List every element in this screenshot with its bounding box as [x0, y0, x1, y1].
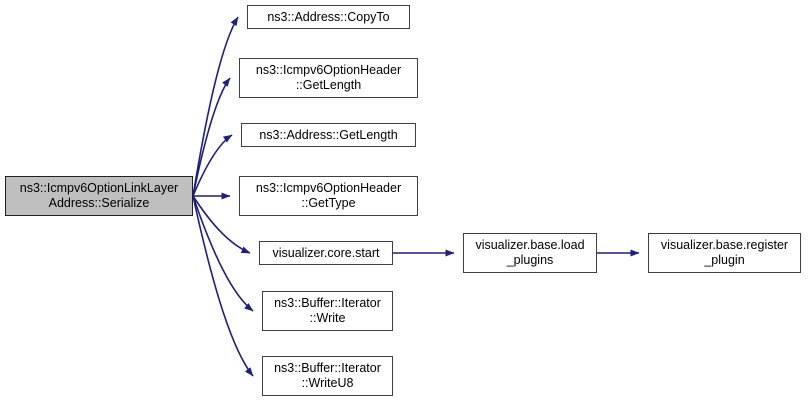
- node-address-getlength[interactable]: ns3::Address::GetLength: [241, 123, 416, 147]
- node-label: ns3::Address::GetLength: [259, 127, 398, 142]
- node-visualizer-base-load-plugins[interactable]: visualizer.base.load _plugins: [463, 233, 597, 273]
- node-icmpv6optionheader-getlength[interactable]: ns3::Icmpv6OptionHeader ::GetLength: [239, 58, 418, 98]
- node-label: ns3::Icmpv6OptionHeader ::GetType: [255, 181, 402, 210]
- node-label: visualizer.base.load _plugins: [475, 238, 585, 267]
- edge-root-to-icmpv6optionheader-getlength: [192, 77, 231, 197]
- node-visualizer-core-start[interactable]: visualizer.core.start: [259, 241, 393, 265]
- edge-root-to-buffer-iterator-writeu8: [192, 195, 254, 377]
- node-buffer-iterator-writeu8[interactable]: ns3::Buffer::Iterator ::WriteU8: [262, 356, 393, 396]
- node-label: ns3::Address::CopyTo: [267, 9, 390, 24]
- node-label: ns3::Icmpv6OptionLinkLayer Address::Seri…: [19, 181, 179, 210]
- node-icmpv6optionheader-gettype[interactable]: ns3::Icmpv6OptionHeader ::GetType: [239, 176, 418, 216]
- node-label: ns3::Icmpv6OptionHeader ::GetLength: [255, 63, 402, 92]
- edge-root-to-address-getlength: [192, 134, 233, 197]
- edge-root-to-address-copyto: [192, 16, 239, 197]
- node-root[interactable]: ns3::Icmpv6OptionLinkLayer Address::Seri…: [5, 176, 193, 216]
- node-label: ns3::Buffer::Iterator ::WriteU8: [274, 361, 381, 390]
- node-label: visualizer.core.start: [272, 245, 380, 260]
- node-buffer-iterator-write[interactable]: ns3::Buffer::Iterator ::Write: [262, 291, 393, 331]
- node-label: visualizer.base.register _plugin: [660, 238, 789, 267]
- node-visualizer-base-register-plugin[interactable]: visualizer.base.register _plugin: [648, 233, 801, 273]
- node-label: ns3::Buffer::Iterator ::Write: [274, 296, 381, 325]
- node-address-copyto[interactable]: ns3::Address::CopyTo: [247, 5, 410, 29]
